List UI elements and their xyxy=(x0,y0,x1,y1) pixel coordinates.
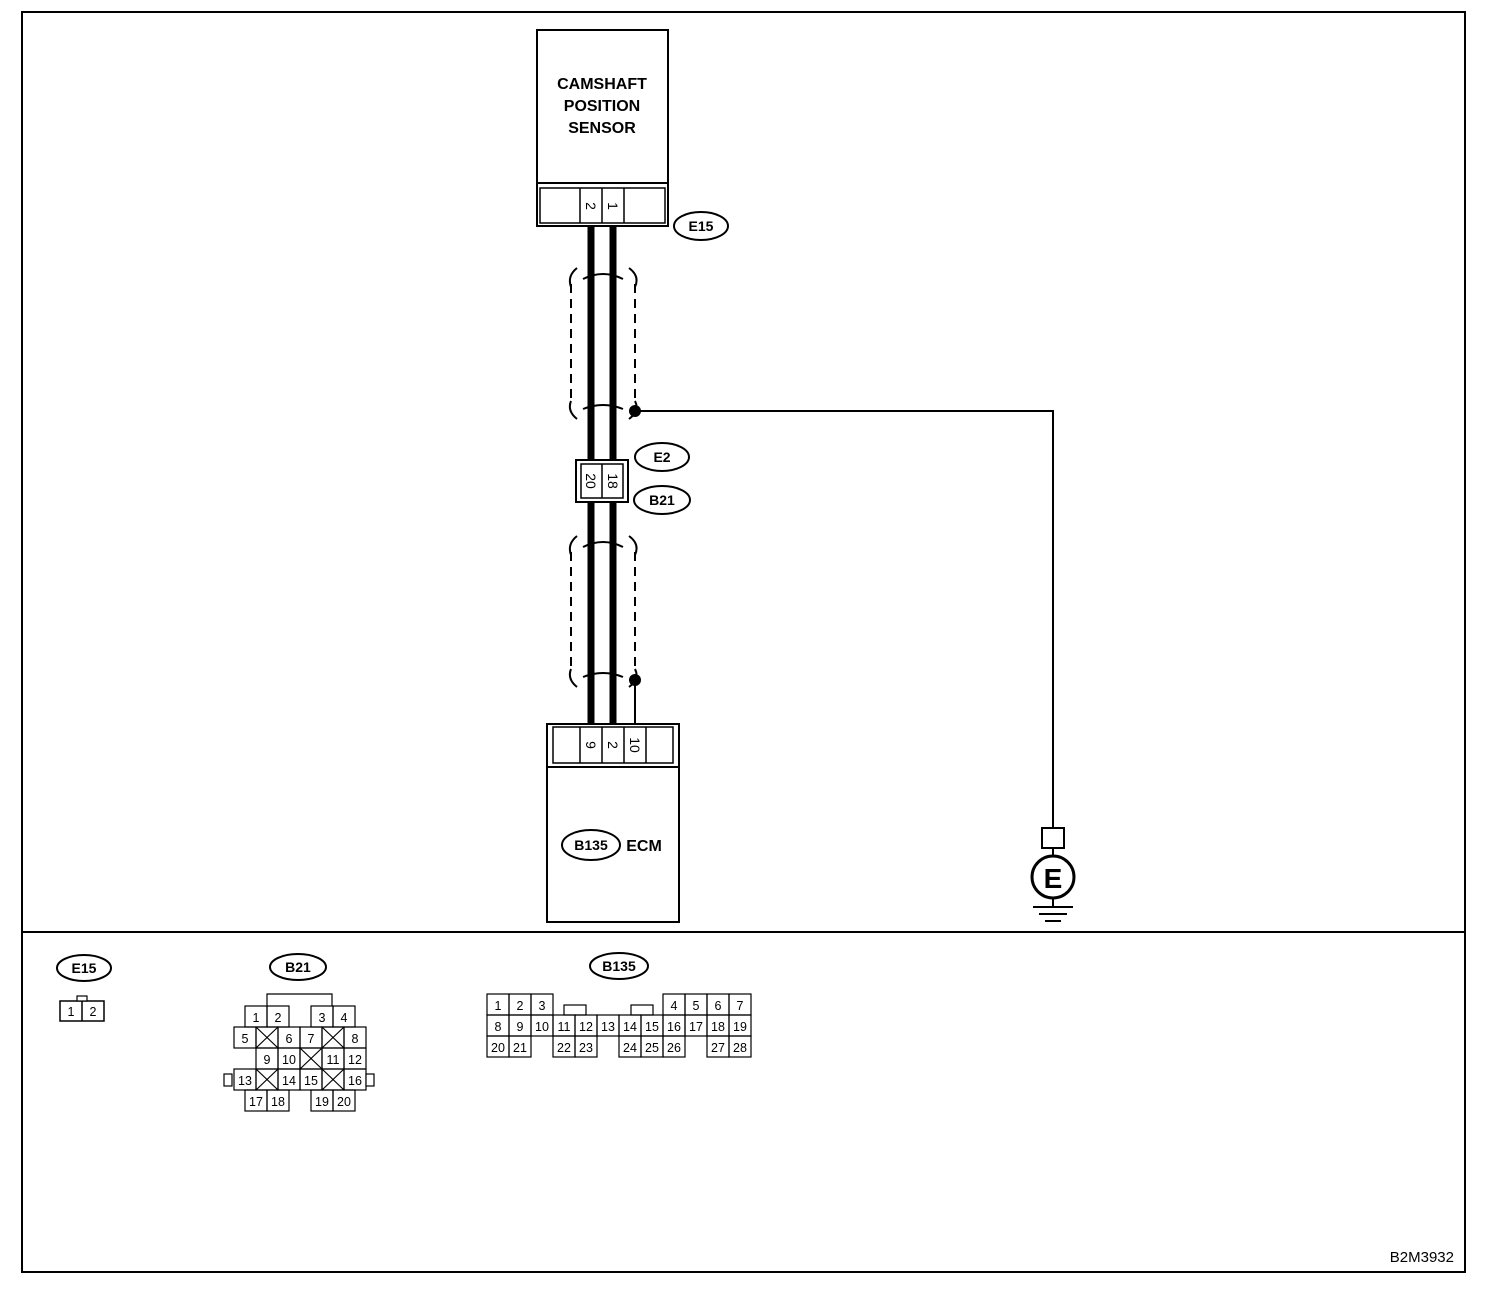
b21-pin-12: 12 xyxy=(348,1053,362,1067)
ecm-body xyxy=(546,723,680,923)
sensor-label-line-3: SENSOR xyxy=(568,120,636,137)
b21-pin-11: 11 xyxy=(327,1053,340,1067)
b21-pin-18-cell xyxy=(266,1089,290,1112)
b21-pin-6: 6 xyxy=(286,1032,293,1046)
b135-pin-18: 18 xyxy=(711,1020,725,1034)
b135-pin-1: 1 xyxy=(495,999,502,1013)
sensor-pin-2: 2 xyxy=(583,202,599,210)
b135-pin-3: 3 xyxy=(539,999,546,1013)
sensor-label-line-1: CAMSHAFT xyxy=(557,76,647,93)
b135-pin-26-cell xyxy=(662,1035,686,1058)
shield-lower xyxy=(568,535,638,688)
b21-pin-3: 3 xyxy=(319,1011,326,1025)
figure-code: B2M3932 xyxy=(1390,1249,1454,1266)
b135-pin-16: 16 xyxy=(667,1020,681,1034)
b21-pin-18: 18 xyxy=(271,1095,285,1109)
b135-pin-12: 12 xyxy=(579,1020,593,1034)
connector-tag-b135-text: B135 xyxy=(574,837,608,853)
b135-pin-4: 4 xyxy=(671,999,678,1013)
b21-blank-blank-x2 xyxy=(321,1068,345,1091)
b135-pin-21-cell xyxy=(508,1035,532,1058)
shield-ground-wire xyxy=(635,410,1054,828)
ecm-label: ECM xyxy=(626,838,662,855)
b21-pin-4: 4 xyxy=(341,1011,348,1025)
b21-blank-blank-x2 xyxy=(255,1026,279,1049)
b21-pin-20: 20 xyxy=(337,1095,351,1109)
b21-pin-19: 19 xyxy=(315,1095,329,1109)
diagram-frame xyxy=(21,11,1466,1273)
connector-view-b135-label: B135 xyxy=(602,958,636,974)
b135-pin-23-cell xyxy=(574,1035,598,1058)
b135-pin-2: 2 xyxy=(517,999,524,1013)
b135-pin-24: 24 xyxy=(623,1041,637,1055)
b135-pin-15: 15 xyxy=(645,1020,659,1034)
b135-pin-11: 11 xyxy=(558,1020,571,1034)
b21-blank-blank-x2 xyxy=(321,1026,345,1049)
b135-pin-22: 22 xyxy=(557,1041,571,1055)
b135-pin-23: 23 xyxy=(579,1041,593,1055)
b135-pin-8: 8 xyxy=(495,1020,502,1034)
shield-upper xyxy=(568,267,638,420)
ecm-pin-9: 9 xyxy=(583,741,599,749)
b21-pin-5: 5 xyxy=(242,1032,249,1046)
b135-pin-14: 14 xyxy=(623,1020,637,1034)
b21-pin-2: 2 xyxy=(275,1011,282,1025)
connector-tag-e15-text: E15 xyxy=(689,218,714,234)
connector-tag-b135 xyxy=(561,829,621,861)
b135-pin-5: 5 xyxy=(693,999,700,1013)
connector-tag-e2-text: E2 xyxy=(653,449,670,465)
b135-pin-6: 6 xyxy=(715,999,722,1013)
b21-blank-blank-x2 xyxy=(255,1068,279,1091)
b21-pin-20-cell xyxy=(332,1089,356,1112)
b135-pin-21: 21 xyxy=(513,1041,527,1055)
connector-tag-b21-text: B21 xyxy=(649,492,675,508)
camshaft-position-sensor: CAMSHAFT POSITION SENSOR 2 1 xyxy=(536,29,669,227)
ecm-unit: 9 2 10 B135 ECM xyxy=(546,723,680,923)
b21-pin-13: 13 xyxy=(238,1074,252,1088)
b135-pin-10: 10 xyxy=(535,1020,549,1034)
joint-pin-20: 20 xyxy=(583,473,599,489)
b135-pin-26: 26 xyxy=(667,1041,681,1055)
b21-pin-9: 9 xyxy=(264,1053,271,1067)
b21-pin-17: 17 xyxy=(249,1095,263,1109)
b135-pin-28: 28 xyxy=(733,1041,747,1055)
connector-view-b21-label: B21 xyxy=(285,959,311,975)
b135-pin-25: 25 xyxy=(645,1041,659,1055)
sensor-pin-1: 1 xyxy=(605,202,621,210)
connector-tag-e2: E2 xyxy=(634,442,690,472)
b135-pin-28-cell xyxy=(728,1035,752,1058)
b135-pin-7: 7 xyxy=(737,999,744,1013)
b135-pin-17: 17 xyxy=(689,1020,703,1034)
ecm-pin-2: 2 xyxy=(605,741,621,749)
ecm-pin-10: 10 xyxy=(627,737,643,753)
b21-pin-14: 14 xyxy=(282,1074,296,1088)
b21-pin-15: 15 xyxy=(304,1074,318,1088)
joint-pin-18: 18 xyxy=(605,473,621,489)
b21-pin-1: 1 xyxy=(253,1011,260,1025)
ground-symbol: E xyxy=(1030,827,1076,922)
b135-pin-19: 19 xyxy=(733,1020,747,1034)
sensor-label-line-2: POSITION xyxy=(564,98,640,115)
b21-pin-10: 10 xyxy=(282,1053,296,1067)
joint-connector-e2-b21: 20 18 xyxy=(575,459,629,503)
connector-view-e15-label: E15 xyxy=(72,960,97,976)
b135-pin-13: 13 xyxy=(601,1020,615,1034)
b21-pin-16: 16 xyxy=(348,1074,362,1088)
b21-pin-7: 7 xyxy=(308,1032,315,1046)
connector-view-e15: E15 1 2 xyxy=(56,954,112,1022)
b21-blank-blank-x2 xyxy=(299,1047,323,1070)
ground-label: E xyxy=(1044,863,1063,894)
b21-pin-8: 8 xyxy=(352,1032,359,1046)
b135-pin-20: 20 xyxy=(491,1041,505,1055)
b135-pin-27: 27 xyxy=(711,1041,725,1055)
e15-pin-2: 2 xyxy=(90,1005,97,1019)
connector-tag-e15: E15 xyxy=(673,211,729,241)
b135-pin-9: 9 xyxy=(517,1020,524,1034)
harness-wires xyxy=(587,226,617,726)
e15-pin-1: 1 xyxy=(68,1005,75,1019)
connector-tag-b21: B21 xyxy=(633,485,691,515)
